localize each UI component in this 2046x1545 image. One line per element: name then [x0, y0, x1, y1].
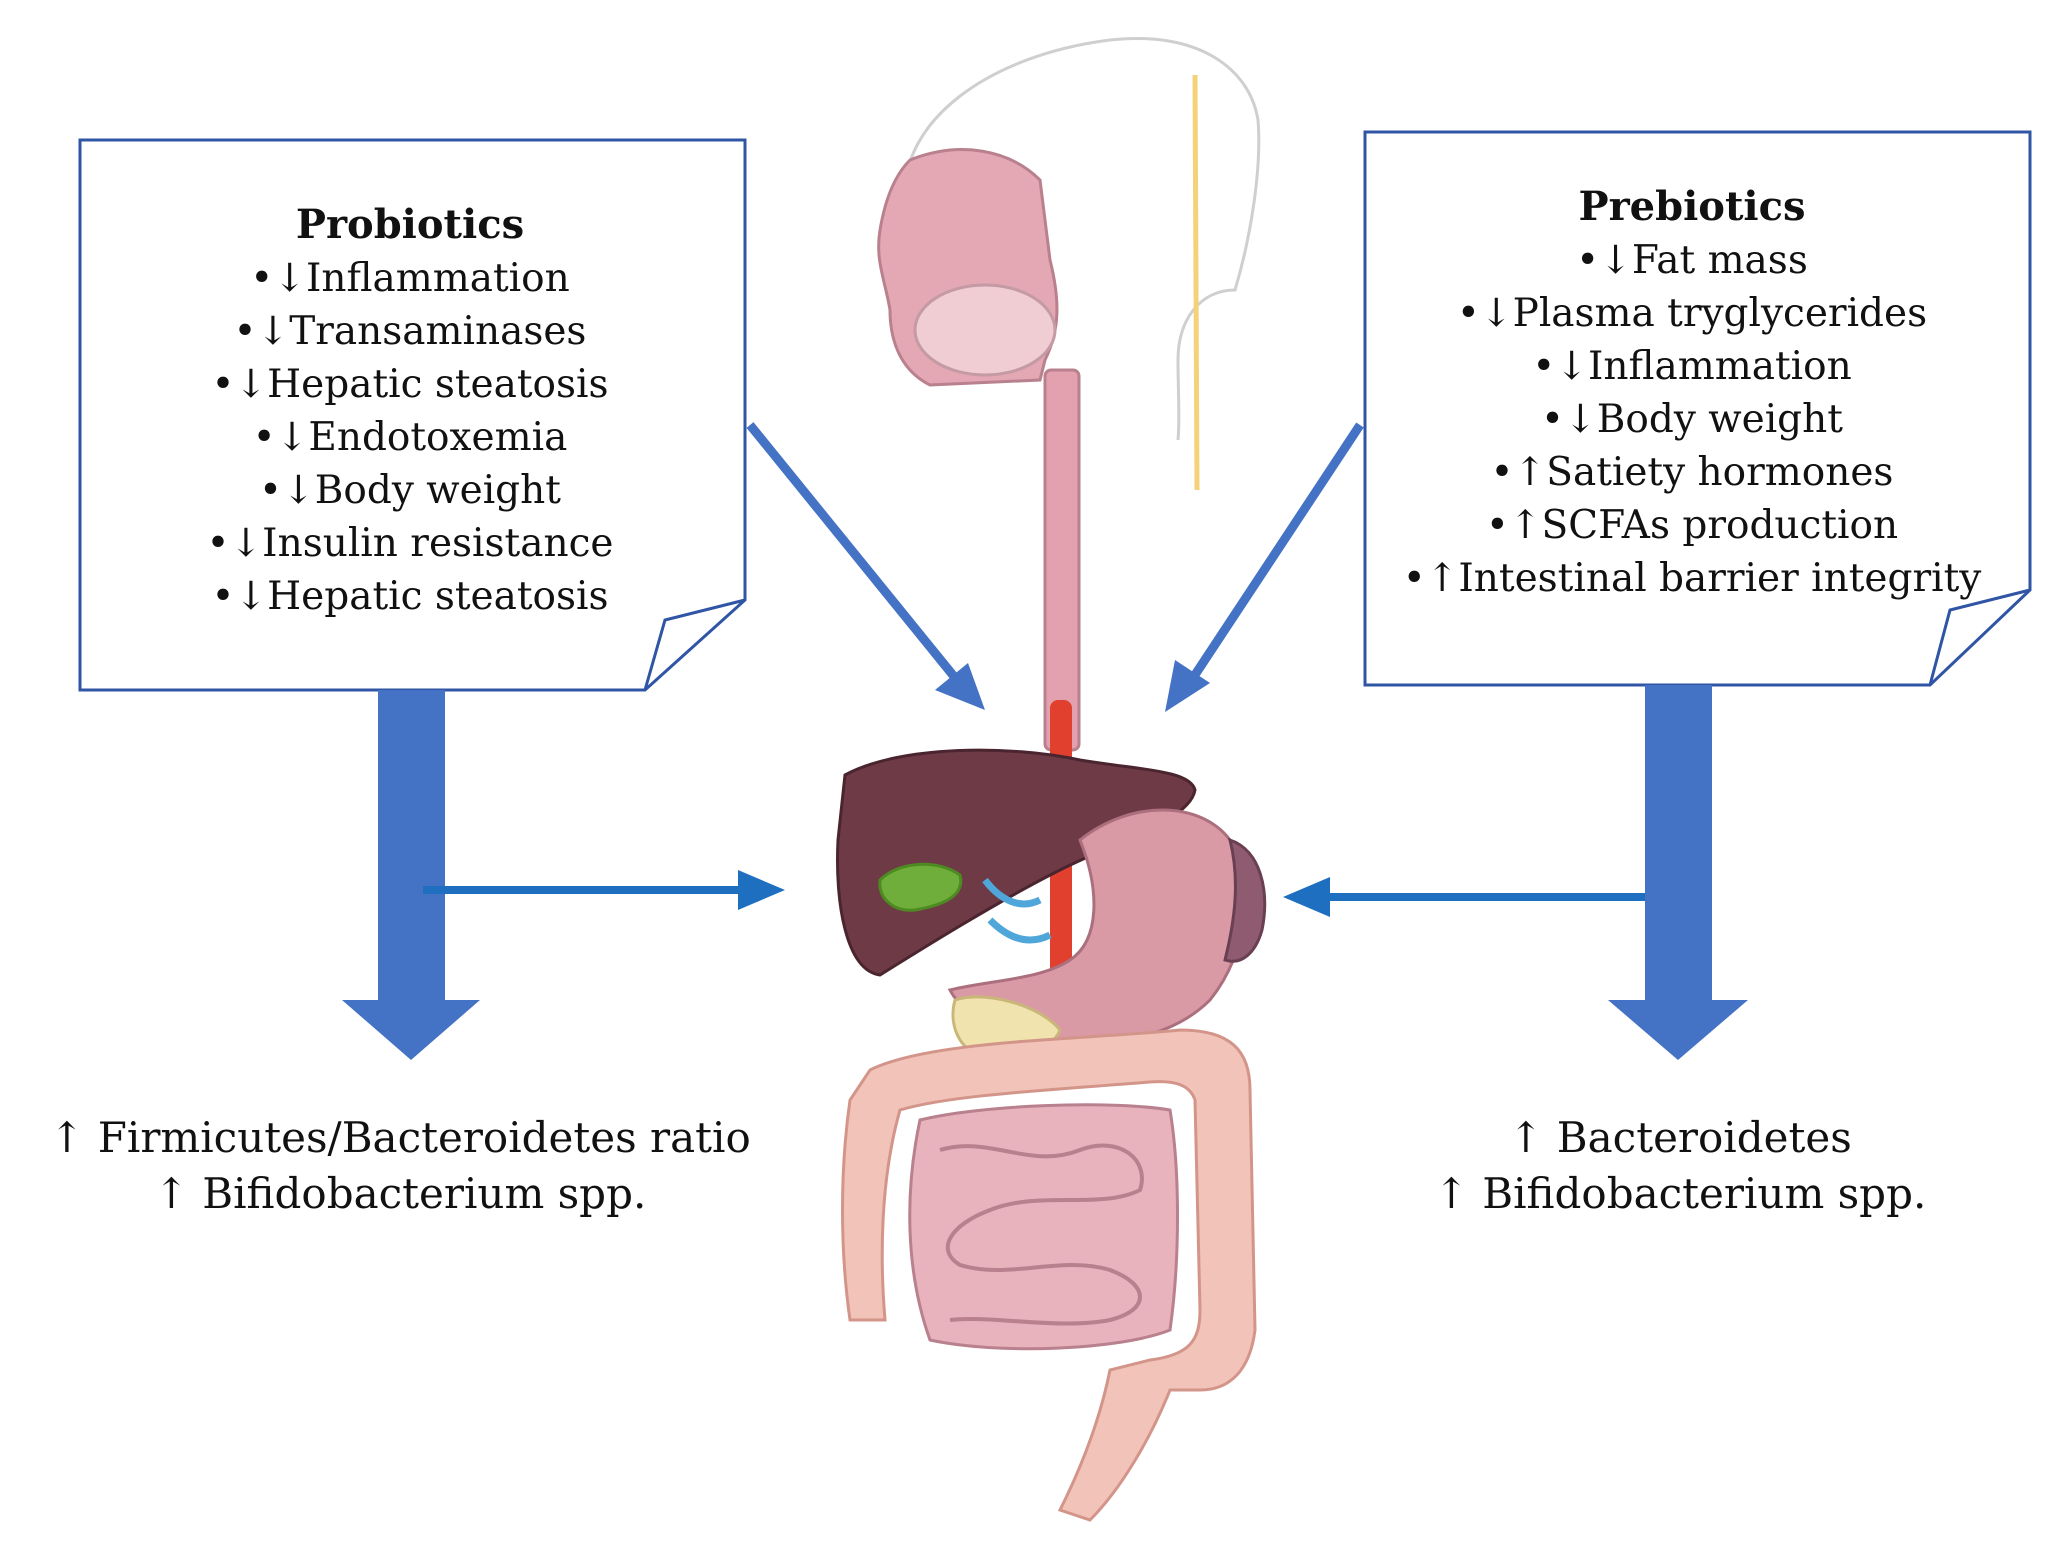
small-intestine — [908, 1103, 1179, 1351]
prebiotics-effect: •↑SCFAs production — [1485, 503, 1899, 548]
prebiotics-effects: Prebiotics •↓Fat mass •↓Plasma tryglycer… — [1372, 180, 2012, 605]
prebiotics-effect: •↑Satiety hormones — [1490, 450, 1894, 495]
tongue — [913, 283, 1057, 377]
probiotics-diagonal-arrow — [746, 422, 985, 710]
intestine-coils — [939, 1143, 1144, 1326]
gallbladder — [878, 862, 963, 912]
probiotics-horizontal-arrow — [423, 870, 785, 910]
probiotics-effect: •↓Inflammation — [250, 256, 570, 301]
prebiotics-note-box — [1363, 130, 2032, 687]
probiotics-outcomes: ↑ Firmicutes/Bacteroidetes ratio ↑ Bifid… — [0, 1110, 800, 1222]
probiotics-effect: •↓Transaminases — [233, 309, 587, 354]
prebiotics-outcome: ↑ Bifidobacterium spp. — [1433, 1169, 1927, 1218]
prebiotics-effect: •↓Body weight — [1541, 397, 1843, 442]
probiotics-title: Probiotics — [295, 201, 525, 248]
head-outline — [903, 37, 1261, 441]
blood-vessels — [982, 877, 1052, 944]
prebiotics-title: Prebiotics — [1578, 183, 1806, 230]
probiotics-effect: •↓Endotoxemia — [252, 415, 568, 460]
prebiotics-effect: •↑Intestinal barrier integrity — [1402, 556, 1982, 601]
prebiotics-horizontal-arrow — [1283, 877, 1645, 917]
prebiotics-effect: •↓Plasma tryglycerides — [1456, 291, 1928, 336]
colon — [841, 1028, 1257, 1522]
spine-line — [1192, 74, 1200, 491]
probiotics-effects: Probiotics •↓Inflammation •↓Transaminase… — [110, 198, 710, 623]
esophagus — [1043, 368, 1081, 752]
probiotics-effect: •↓Body weight — [259, 468, 561, 513]
probiotics-note-box — [78, 138, 747, 692]
prebiotics-outcome: ↑ Bacteroidetes — [1508, 1113, 1852, 1162]
prebiotics-outcomes: ↑ Bacteroidetes ↑ Bifidobacterium spp. — [1330, 1110, 2030, 1222]
spleen — [1223, 837, 1267, 963]
probiotics-effect: •↓Hepatic steatosis — [211, 362, 609, 407]
probiotics-outcome: ↑ Firmicutes/Bacteroidetes ratio — [49, 1113, 751, 1162]
prebiotics-down-arrow — [1608, 685, 1748, 1060]
probiotics-note-fold — [643, 598, 746, 691]
prebiotics-effect: •↓Fat mass — [1576, 238, 1808, 283]
prebiotics-diagonal-arrow — [1165, 422, 1364, 712]
digestive-system-illustration — [836, 37, 1267, 1522]
probiotics-effect: •↓Hepatic steatosis — [211, 574, 609, 619]
probiotics-down-arrow — [342, 690, 480, 1060]
probiotics-outcome: ↑ Bifidobacterium spp. — [153, 1169, 647, 1218]
prebiotics-note-fold — [1928, 588, 2031, 686]
probiotics-effect: •↓Insulin resistance — [206, 521, 614, 566]
prebiotics-effect: •↓Inflammation — [1532, 344, 1852, 389]
